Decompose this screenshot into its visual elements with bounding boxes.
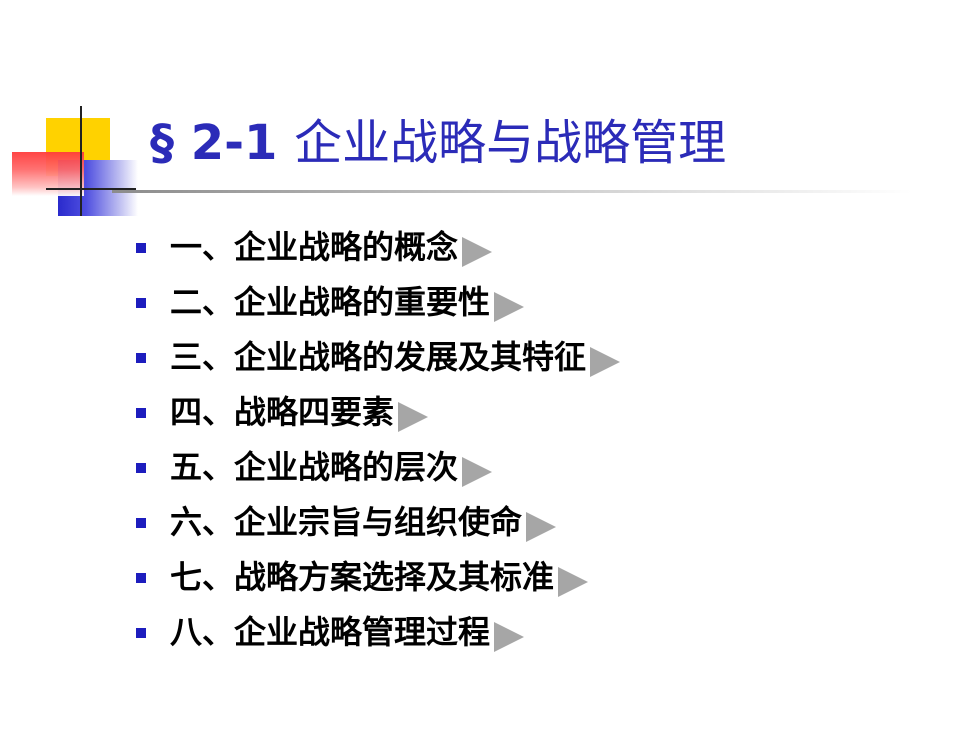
list-item: 三、企业战略的发展及其特征 — [136, 330, 621, 385]
list-item-label: 五、企业战略的层次 — [170, 448, 459, 486]
list-item-label: 一、企业战略的概念 — [170, 228, 459, 266]
list-item: 八、企业战略管理过程 — [136, 605, 620, 660]
bullet-square-icon — [136, 627, 146, 638]
play-arrow-icon[interactable] — [398, 401, 429, 432]
play-arrow-icon[interactable] — [558, 566, 589, 597]
title-underline — [112, 190, 912, 193]
list-item-label: 七、战略方案选择及其标准 — [170, 558, 555, 596]
title-section-number: § 2-1 — [150, 115, 295, 171]
bullet-square-icon — [136, 352, 146, 363]
list-item-label: 六、企业宗旨与组织使命 — [170, 503, 523, 541]
list-item-label: 四、战略四要素 — [170, 393, 395, 431]
bullet-square-icon — [136, 297, 146, 308]
play-arrow-icon[interactable] — [494, 291, 525, 322]
list-item: 四、战略四要素 — [136, 385, 620, 440]
play-arrow-icon[interactable] — [526, 511, 557, 542]
bullet-square-icon — [136, 572, 146, 583]
list-item-label: 八、企业战略管理过程 — [170, 613, 491, 651]
play-arrow-icon[interactable] — [590, 346, 621, 377]
list-item: 一、企业战略的概念 — [136, 220, 620, 275]
bullet-square-icon — [136, 462, 146, 473]
topic-list: 一、企业战略的概念 二、企业战略的重要性 三、企业战略的发展及其特征 四、战略四… — [136, 220, 621, 660]
title-text: 企业战略与战略管理 — [294, 115, 727, 171]
list-item: 五、企业战略的层次 — [136, 440, 620, 495]
bullet-square-icon — [136, 242, 146, 253]
slide-title: § 2-1 企业战略与战略管理 — [150, 108, 726, 178]
list-item-label: 二、企业战略的重要性 — [170, 283, 491, 321]
list-item: 七、战略方案选择及其标准 — [136, 550, 620, 605]
list-item: 二、企业战略的重要性 — [136, 275, 620, 330]
list-item: 六、企业宗旨与组织使命 — [136, 495, 620, 550]
bullet-square-icon — [136, 517, 146, 528]
list-item-label: 三、企业战略的发展及其特征 — [170, 338, 587, 376]
play-arrow-icon[interactable] — [462, 236, 493, 267]
play-arrow-icon[interactable] — [462, 456, 493, 487]
bullet-square-icon — [136, 407, 146, 418]
play-arrow-icon[interactable] — [494, 621, 525, 652]
decorative-horizontal-line — [46, 188, 136, 190]
decorative-vertical-line — [80, 106, 82, 216]
